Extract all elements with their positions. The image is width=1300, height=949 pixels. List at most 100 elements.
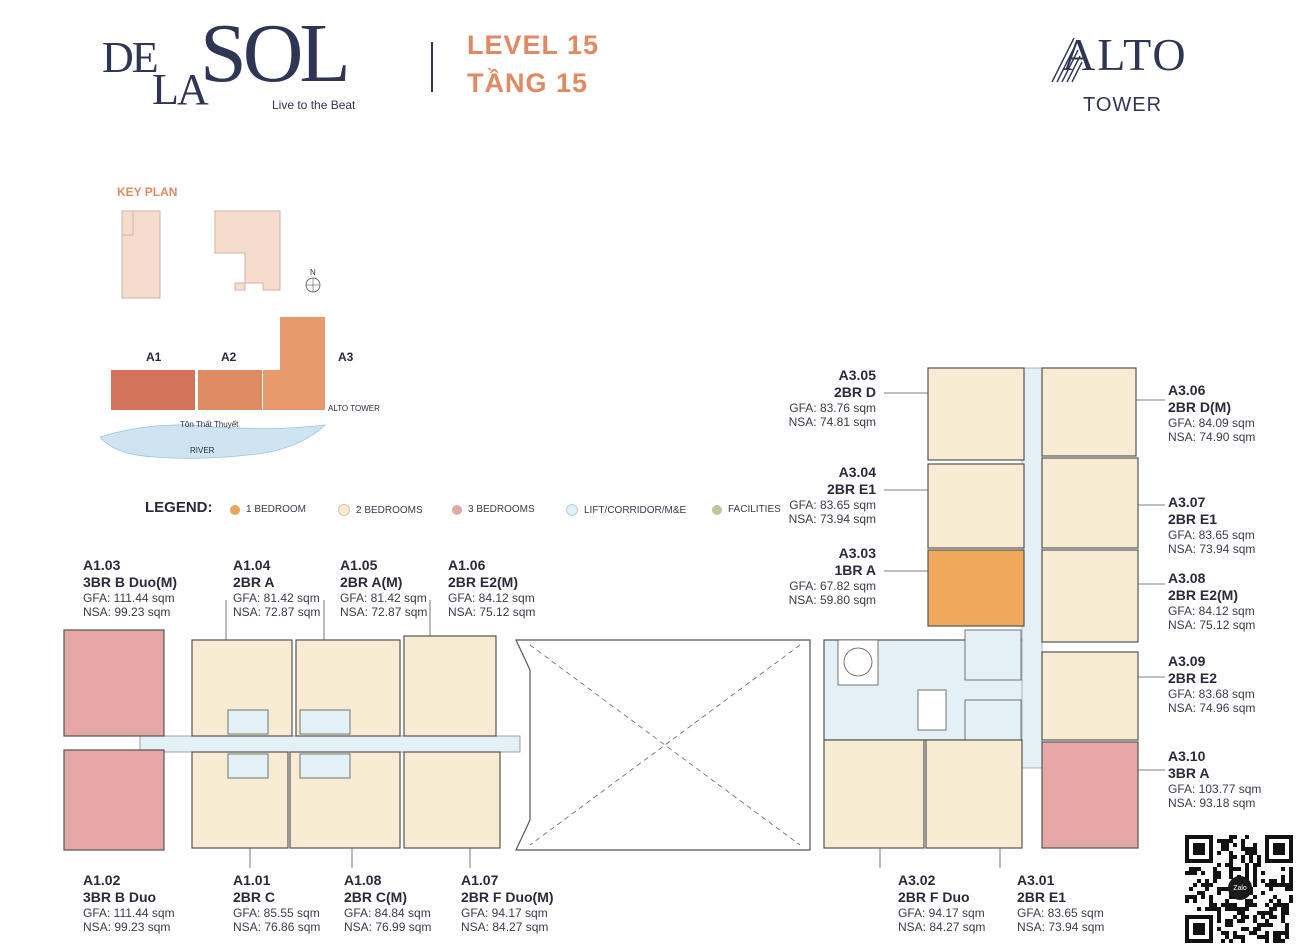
- keyplan-a3-label: A3: [338, 350, 354, 364]
- qr-module: [1281, 919, 1285, 923]
- unit-a303-label: A3.03 1BR A GFA: 67.82 sqm NSA: 59.80 sq…: [760, 545, 876, 607]
- unit-a301-gfa: GFA: 83.65 sqm: [1017, 905, 1104, 920]
- qr-module: [1229, 875, 1233, 879]
- unit-a307-type: 2BR E1: [1168, 510, 1218, 527]
- qr-finder: [1193, 923, 1205, 935]
- keyplan-street-label: Tôn Thất Thuyết: [180, 420, 239, 429]
- qr-module: [1245, 871, 1249, 875]
- qr-module: [1257, 859, 1261, 863]
- unit-a303-code: A3.03: [838, 545, 876, 561]
- qr-module: [1225, 839, 1229, 843]
- qr-module: [1233, 907, 1237, 911]
- unit-a307-shape: [1041, 457, 1139, 549]
- legend-1br-label: 1 BEDROOM: [246, 504, 307, 515]
- qr-module: [1229, 863, 1233, 867]
- legend-corridor-label: LIFT/CORRIDOR/M&E: [584, 504, 687, 516]
- qr-module: [1205, 879, 1209, 883]
- unit-a101-label: A1.01 2BR C GFA: 85.55 sqm NSA: 76.86 sq…: [233, 872, 320, 934]
- void-diagonal-2: [529, 644, 801, 846]
- unit-a310-type: 3BR A: [1168, 764, 1210, 781]
- qr-module: [1253, 883, 1257, 887]
- qr-module: [1261, 891, 1265, 895]
- qr-module: [1253, 843, 1257, 847]
- unit-a310-shape: [1041, 741, 1139, 849]
- qr-module: [1241, 927, 1245, 931]
- qr-code[interactable]: [1185, 835, 1293, 943]
- qr-module: [1241, 843, 1245, 847]
- unit-a108-nsa: NSA: 76.99 sqm: [344, 919, 432, 934]
- keyplan-a2-label: A2: [221, 350, 237, 364]
- unit-a309-gfa: GFA: 83.68 sqm: [1168, 686, 1255, 701]
- qr-module: [1273, 907, 1277, 911]
- qr-module: [1245, 903, 1249, 907]
- qr-module: [1281, 915, 1285, 919]
- qr-module: [1253, 867, 1257, 871]
- unit-a107-type: 2BR F Duo(M): [461, 888, 554, 905]
- qr-module: [1265, 903, 1269, 907]
- qr-module: [1233, 843, 1237, 847]
- qr-module: [1261, 871, 1265, 875]
- unit-a306-gfa: GFA: 84.09 sqm: [1168, 415, 1255, 430]
- void-atrium: [515, 639, 811, 851]
- unit-a302-gfa: GFA: 94.17 sqm: [898, 905, 985, 920]
- a3-stair-2: [917, 689, 947, 731]
- unit-a108-gfa: GFA: 84.84 sqm: [344, 905, 431, 920]
- qr-module: [1213, 907, 1217, 911]
- unit-a305-shape: [927, 367, 1025, 461]
- qr-module: [1289, 867, 1293, 871]
- legend-2br-swatch: [338, 504, 350, 516]
- qr-module: [1261, 911, 1265, 915]
- qr-module: [1221, 887, 1225, 891]
- qr-module: [1241, 911, 1245, 915]
- qr-module: [1205, 907, 1209, 911]
- qr-module: [1241, 915, 1245, 919]
- qr-module: [1201, 891, 1205, 895]
- unit-a304-shape: [927, 463, 1025, 549]
- qr-module: [1273, 915, 1277, 919]
- qr-module: [1229, 939, 1233, 943]
- unit-a104-nsa: NSA: 72.87 sqm: [233, 604, 321, 619]
- qr-module: [1193, 899, 1197, 903]
- qr-module: [1249, 855, 1253, 859]
- qr-module: [1245, 899, 1249, 903]
- keyplan-diagram: [99, 210, 327, 459]
- qr-module: [1225, 931, 1229, 935]
- qr-module: [1245, 907, 1249, 911]
- qr-module: [1229, 839, 1233, 843]
- unit-a306-nsa: NSA: 74.90 sqm: [1168, 429, 1256, 444]
- qr-module: [1261, 923, 1265, 927]
- qr-module: [1273, 895, 1277, 899]
- qr-module: [1233, 903, 1237, 907]
- unit-a302-label: A3.02 2BR F Duo GFA: 94.17 sqm NSA: 84.2…: [898, 872, 985, 934]
- qr-module: [1213, 903, 1217, 907]
- unit-a107-shape: [403, 751, 501, 849]
- qr-module: [1285, 907, 1289, 911]
- qr-module: [1253, 915, 1257, 919]
- qr-module: [1285, 931, 1289, 935]
- qr-module: [1281, 875, 1285, 879]
- qr-module: [1285, 935, 1289, 939]
- alto-name: ALTO: [1062, 29, 1188, 80]
- keyplan-title: KEY PLAN: [117, 185, 178, 199]
- qr-module: [1221, 903, 1225, 907]
- qr-module: [1257, 927, 1261, 931]
- qr-module: [1281, 907, 1285, 911]
- level-title-vi: TẦNG 15: [467, 68, 589, 98]
- qr-module: [1225, 923, 1229, 927]
- unit-a307-gfa: GFA: 83.65 sqm: [1168, 527, 1255, 542]
- unit-a101-code: A1.01: [233, 872, 271, 888]
- legend-corridor-swatch: [566, 504, 578, 516]
- qr-module: [1229, 903, 1233, 907]
- qr-module: [1261, 935, 1265, 939]
- qr-module: [1225, 935, 1229, 939]
- qr-module: [1241, 847, 1245, 851]
- unit-a309-code: A3.09: [1168, 653, 1206, 669]
- qr-module: [1189, 895, 1193, 899]
- qr-module: [1233, 915, 1237, 919]
- qr-module: [1257, 923, 1261, 927]
- qr-module: [1189, 867, 1193, 871]
- qr-module: [1265, 935, 1269, 939]
- a3-spiral-stair: [843, 647, 873, 677]
- unit-a310-code: A3.10: [1168, 748, 1206, 764]
- qr-module: [1193, 895, 1197, 899]
